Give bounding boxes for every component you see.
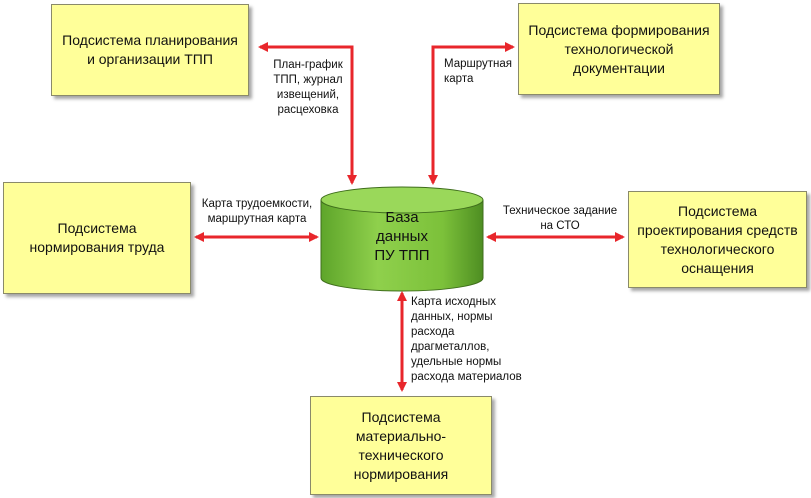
- edge-label-planning: План-график ТПП, журнал извещений, расце…: [273, 59, 343, 116]
- box-planning: Подсистема планирования и организации ТП…: [51, 4, 249, 96]
- database-label: База данных ПУ ТПП: [374, 209, 430, 264]
- arrow-planning-db: [258, 42, 357, 185]
- arrow-techdocs-db: [428, 42, 515, 185]
- box-tech-docs: Подсистема формирования технологической …: [518, 3, 720, 95]
- edge-label-tooling: Техническое задание на СТО: [502, 205, 618, 232]
- edge-label-tech-docs: Маршрутная карта: [444, 58, 512, 85]
- box-tooling-design: Подсистема проектирования средств технол…: [628, 191, 807, 288]
- box-material-norming: Подсистема материально- технического нор…: [310, 396, 492, 495]
- edge-label-material: Карта исходных данных, нормы расхода дра…: [411, 296, 522, 383]
- box-labor-norming: Подсистема нормирования труда: [3, 182, 191, 294]
- database-cylinder: [320, 186, 484, 292]
- edge-label-labor: Карта трудоемкости, маршрутная карта: [201, 198, 313, 225]
